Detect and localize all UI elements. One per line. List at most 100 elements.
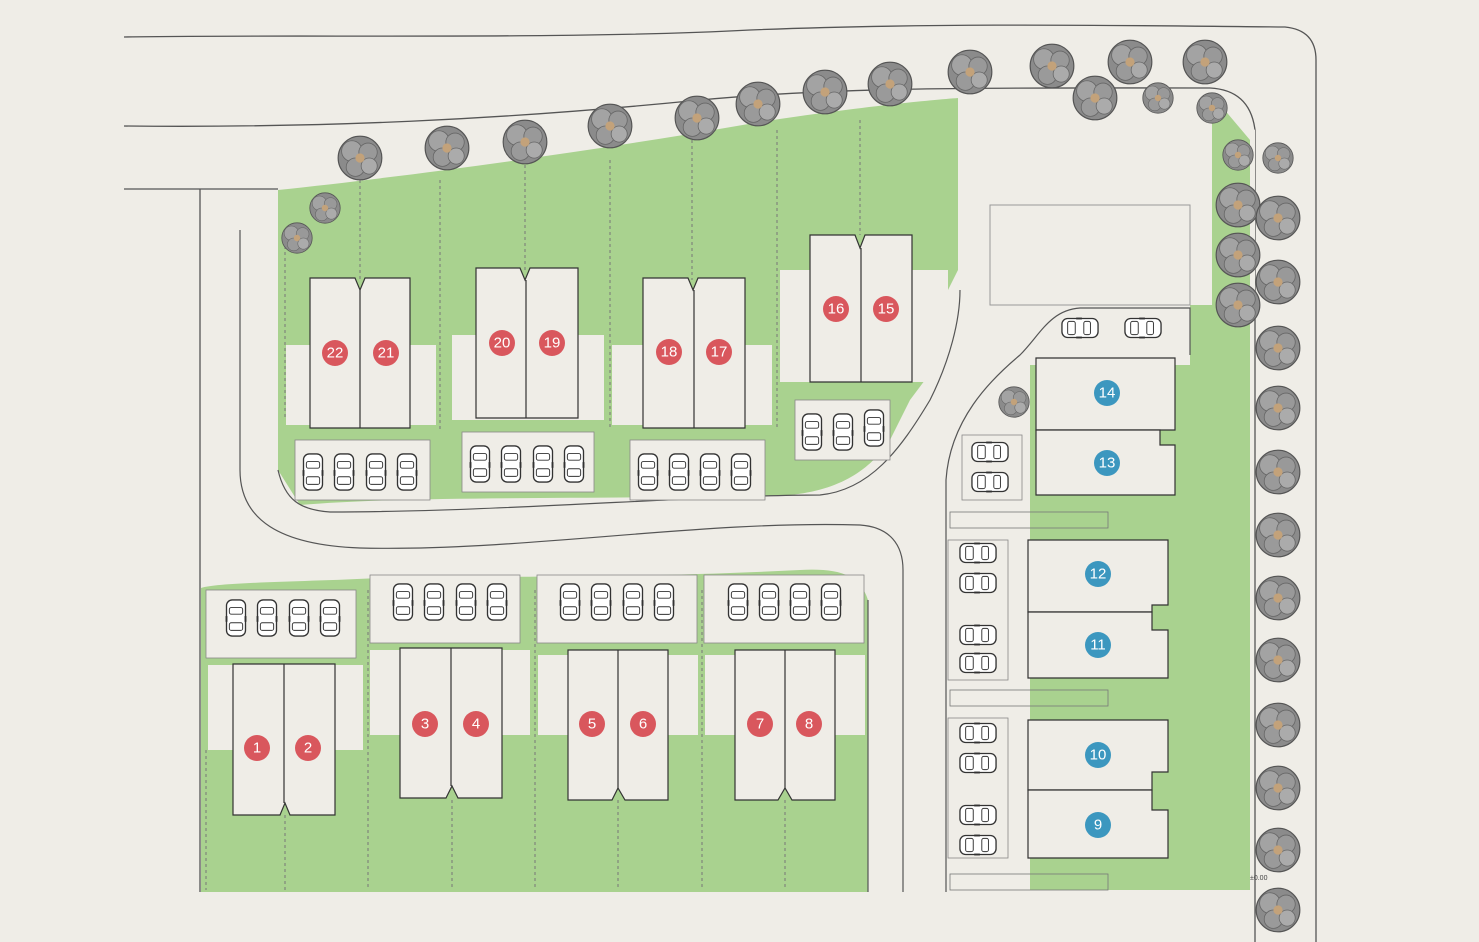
unit-badge-6[interactable]: 6 bbox=[630, 711, 656, 737]
svg-text:5: 5 bbox=[588, 716, 596, 733]
car-icon bbox=[423, 583, 445, 621]
unit-badge-7[interactable]: 7 bbox=[747, 711, 773, 737]
car-icon bbox=[563, 445, 585, 483]
car-icon bbox=[972, 473, 1008, 492]
car-icon bbox=[333, 453, 355, 491]
unit-badge-4[interactable]: 4 bbox=[463, 711, 489, 737]
svg-text:15: 15 bbox=[878, 301, 895, 318]
unit-badge-20[interactable]: 20 bbox=[489, 330, 515, 356]
tree-icon bbox=[1255, 827, 1301, 873]
tree-icon bbox=[502, 119, 548, 165]
car-icon bbox=[622, 583, 644, 621]
car-icon bbox=[730, 453, 752, 491]
car-icon bbox=[392, 583, 414, 621]
unit-badge-13[interactable]: 13 bbox=[1094, 450, 1120, 476]
tree-icon bbox=[281, 222, 313, 254]
tree-icon bbox=[1142, 82, 1174, 114]
svg-text:21: 21 bbox=[378, 345, 395, 362]
car-icon bbox=[302, 453, 324, 491]
car-icon bbox=[1125, 319, 1161, 338]
party-walls bbox=[283, 248, 862, 803]
car-icon bbox=[758, 583, 780, 621]
car-icon bbox=[789, 583, 811, 621]
tree-icon bbox=[735, 81, 781, 127]
car-icon bbox=[486, 583, 508, 621]
unit-badge-9[interactable]: 9 bbox=[1085, 812, 1111, 838]
tree-icon bbox=[1255, 575, 1301, 621]
tree-icon bbox=[309, 192, 341, 224]
car-icon bbox=[319, 599, 341, 637]
unit-badge-21[interactable]: 21 bbox=[373, 340, 399, 366]
car-icon bbox=[653, 583, 675, 621]
svg-text:1: 1 bbox=[253, 740, 261, 757]
tree-icon bbox=[337, 135, 383, 181]
svg-text:13: 13 bbox=[1099, 455, 1116, 472]
tree-icon bbox=[1182, 39, 1228, 85]
unit-badge-5[interactable]: 5 bbox=[579, 711, 605, 737]
unit-badge-11[interactable]: 11 bbox=[1085, 632, 1111, 658]
tree-icon bbox=[1072, 75, 1118, 121]
tree-icon bbox=[1255, 637, 1301, 683]
car-icon bbox=[960, 544, 996, 563]
svg-text:8: 8 bbox=[805, 716, 813, 733]
unit-badge-17[interactable]: 17 bbox=[706, 339, 732, 365]
unit-badge-18[interactable]: 18 bbox=[656, 339, 682, 365]
unit-badge-8[interactable]: 8 bbox=[796, 711, 822, 737]
car-icon bbox=[832, 413, 854, 451]
svg-text:10: 10 bbox=[1090, 747, 1107, 764]
car-icon bbox=[972, 443, 1008, 462]
car-icon bbox=[365, 453, 387, 491]
unit-badge-3[interactable]: 3 bbox=[412, 711, 438, 737]
tree-icon bbox=[1107, 39, 1153, 85]
unit-badges: 1 2 3 4 5 6 7 8 22 21 20 19 18 17 16 15 … bbox=[244, 296, 1120, 838]
car-icon bbox=[699, 453, 721, 491]
tree-icon bbox=[1222, 139, 1254, 171]
tree-icon bbox=[998, 386, 1030, 418]
unit-badge-19[interactable]: 19 bbox=[539, 330, 565, 356]
tree-icon bbox=[1196, 92, 1228, 124]
car-icon bbox=[396, 453, 418, 491]
car-icon bbox=[820, 583, 842, 621]
svg-text:22: 22 bbox=[327, 345, 344, 362]
car-icon bbox=[225, 599, 247, 637]
car-icon bbox=[590, 583, 612, 621]
unit-badge-1[interactable]: 1 bbox=[244, 735, 270, 761]
tree-icon bbox=[1029, 43, 1075, 89]
car-icon bbox=[469, 445, 491, 483]
storage-strips bbox=[949, 511, 1109, 891]
svg-text:18: 18 bbox=[661, 344, 678, 361]
unit-badge-2[interactable]: 2 bbox=[295, 735, 321, 761]
tree-icon bbox=[424, 125, 470, 171]
car-icon bbox=[559, 583, 581, 621]
svg-text:14: 14 bbox=[1099, 385, 1116, 402]
svg-text:6: 6 bbox=[639, 716, 647, 733]
car-icon bbox=[960, 754, 996, 773]
tree-icon bbox=[1255, 512, 1301, 558]
car-icon bbox=[500, 445, 522, 483]
tree-icon bbox=[1255, 702, 1301, 748]
tree-icon bbox=[1255, 449, 1301, 495]
unit-badge-14[interactable]: 14 bbox=[1094, 380, 1120, 406]
car-icon bbox=[532, 445, 554, 483]
unit-badge-22[interactable]: 22 bbox=[322, 340, 348, 366]
car-icon bbox=[960, 806, 996, 825]
svg-text:19: 19 bbox=[544, 335, 561, 352]
svg-text:16: 16 bbox=[828, 301, 845, 318]
car-icon bbox=[637, 453, 659, 491]
tree-icon bbox=[1255, 259, 1301, 305]
unit-badge-10[interactable]: 10 bbox=[1085, 742, 1111, 768]
car-icon bbox=[863, 409, 885, 447]
car-icon bbox=[727, 583, 749, 621]
tree-icon bbox=[1215, 182, 1261, 228]
tree-icon bbox=[674, 95, 720, 141]
unit-badge-15[interactable]: 15 bbox=[873, 296, 899, 322]
svg-text:7: 7 bbox=[756, 716, 764, 733]
tree-icon bbox=[802, 69, 848, 115]
svg-text:2: 2 bbox=[304, 740, 312, 757]
tree-icon bbox=[1255, 887, 1301, 933]
unit-badge-16[interactable]: 16 bbox=[823, 296, 849, 322]
car-icon bbox=[960, 724, 996, 743]
unit-badge-12[interactable]: 12 bbox=[1085, 561, 1111, 587]
hedge-lines bbox=[205, 120, 861, 890]
